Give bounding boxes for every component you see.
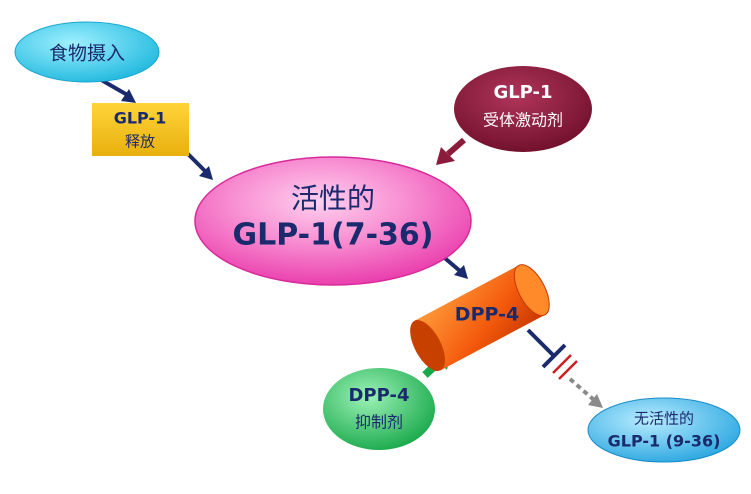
block-bar [541,343,567,369]
arrow-dpp4-to-inactive [568,377,596,402]
inactive-glp1-line1: 无活性的 [634,410,694,428]
food-intake-label: 食物摄入 [49,43,125,65]
block-red-2 [558,360,578,380]
active-glp1-line2: GLP-1(7-36) [232,218,433,253]
arrow-dpp4-to-block [526,328,555,357]
node-glp1-agonist: GLP-1 受体激动剂 [454,66,592,152]
inhibitor-line2: 抑制剂 [355,413,403,432]
node-active-glp1: 活性的 GLP-1(7-36) [194,156,472,286]
arrowhead-release-to-active [199,166,213,180]
block-red-1 [552,354,572,374]
arrowhead-agonist-to-active [436,147,455,165]
node-dpp4-inhibitor: DPP-4 抑制剂 [323,368,435,450]
glp1-release-line1: GLP-1 [114,109,167,128]
node-glp1-release: GLP-1 释放 [92,103,189,156]
active-glp1-line1: 活性的 [291,182,375,215]
dpp4-label: DPP-4 [455,304,519,326]
arrowhead-active-to-dpp4 [454,265,468,279]
arrowhead-dpp4-to-inactive [588,394,603,408]
node-food-intake: 食物摄入 [14,21,160,83]
inhibitor-line1: DPP-4 [348,385,409,406]
node-inactive-glp1: 无活性的 GLP-1 (9-36) [587,397,741,463]
agonist-line2: 受体激动剂 [483,111,563,130]
inactive-glp1-line2: GLP-1 (9-36) [608,432,721,451]
glp1-release-line2: 释放 [125,133,155,151]
arrow-agonist-to-active [446,137,466,157]
arrowhead-food-to-release [121,89,136,103]
node-dpp4 [410,264,550,371]
agonist-line1: GLP-1 [493,82,552,103]
